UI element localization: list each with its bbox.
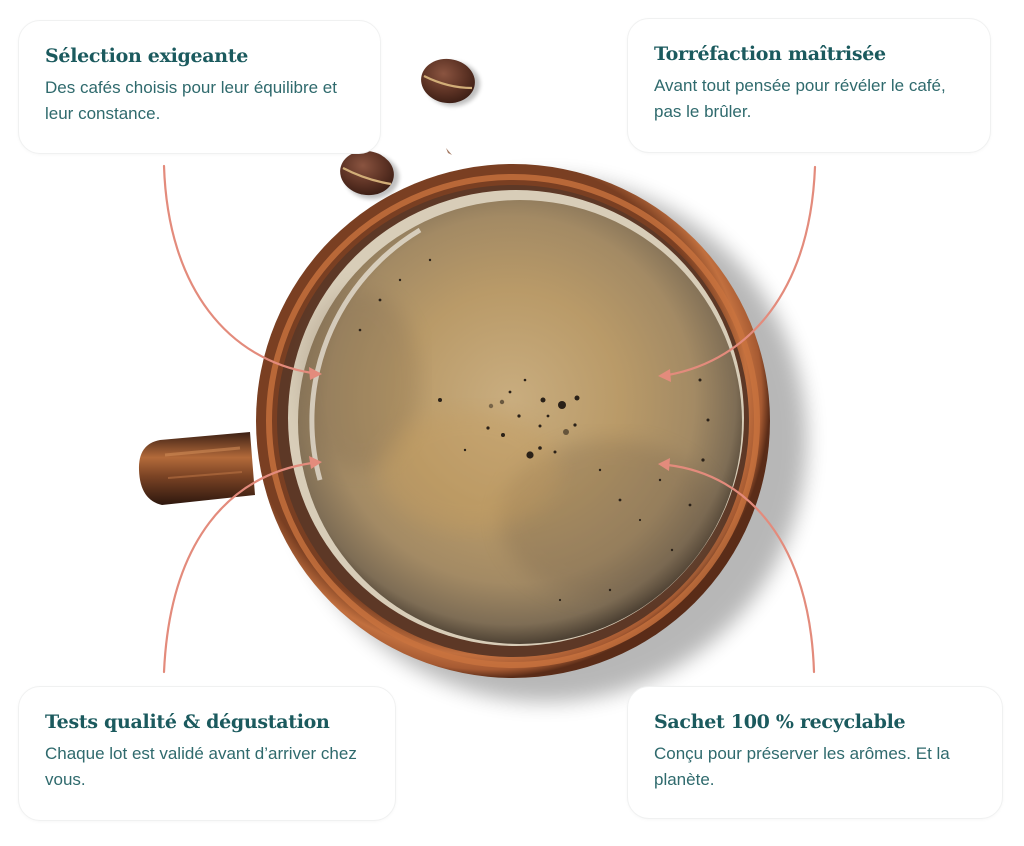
feature-card-quality: Tests qualité & dégustation Chaque lot e… — [18, 686, 396, 821]
arrow-top-right — [666, 165, 817, 377]
feature-description: Chaque lot est validé avant d’arriver ch… — [45, 744, 357, 789]
feature-title: Tests qualité & dégustation — [45, 711, 330, 733]
feature-description: Des cafés choisis pour leur équilibre et… — [45, 78, 337, 123]
cup-body — [256, 164, 770, 678]
feature-description: Avant tout pensée pour révéler le café, … — [654, 76, 946, 121]
coffee-bean-left — [340, 150, 399, 199]
arrow-bottom-left — [162, 461, 314, 674]
cup-handle — [138, 432, 255, 505]
coffee-bean-top — [421, 58, 480, 106]
arrowhead-top-right-icon — [658, 369, 671, 382]
crema-bubbles — [358, 258, 710, 602]
arrowhead-top-left-icon — [309, 367, 322, 380]
feature-card-packaging: Sachet 100 % recyclable Conçu pour prése… — [627, 686, 1003, 819]
arrowhead-bottom-right-icon — [658, 458, 670, 471]
feature-title: Torréfaction maîtrisée — [654, 43, 886, 65]
feature-title: Sachet 100 % recyclable — [654, 711, 906, 733]
feature-card-roasting: Torréfaction maîtrisée Avant tout pensée… — [627, 18, 991, 153]
cup-shadow — [283, 178, 807, 702]
bean-fragment — [446, 148, 452, 155]
arrow-top-left — [162, 164, 314, 375]
feature-description: Conçu pour préserver les arômes. Et la p… — [654, 744, 950, 789]
feature-card-selection: Sélection exigeante Des cafés choisis po… — [18, 20, 381, 154]
arrow-bottom-right — [666, 463, 816, 674]
arrowhead-bottom-left-icon — [309, 456, 322, 469]
feature-title: Sélection exigeante — [45, 45, 249, 67]
